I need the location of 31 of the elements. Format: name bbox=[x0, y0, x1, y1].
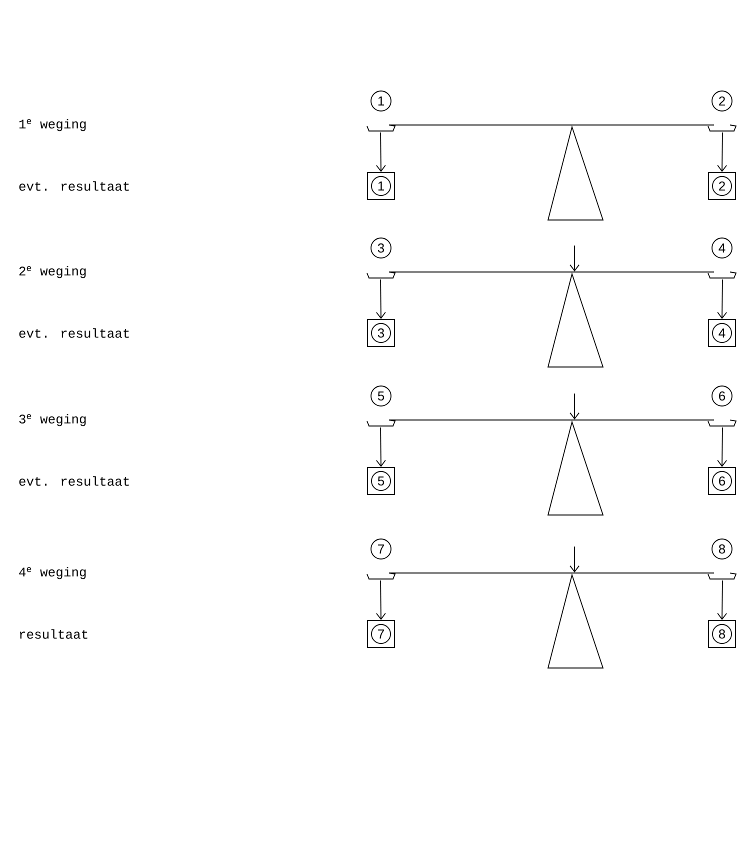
row-label: evt. resultaat bbox=[19, 476, 129, 486]
arrow bbox=[717, 279, 728, 320]
row-label: evt. resultaat bbox=[19, 328, 129, 338]
row-label: 3$^{e}$ weging bbox=[19, 414, 86, 426]
arrow bbox=[570, 393, 580, 420]
arrow bbox=[376, 132, 386, 172]
result-box: 8 bbox=[708, 620, 736, 648]
row-label: evt. resultaat bbox=[19, 181, 129, 191]
arrow bbox=[717, 580, 728, 620]
result-box: 2 bbox=[708, 172, 736, 200]
arrow bbox=[570, 245, 580, 272]
result-box: 7 bbox=[367, 620, 395, 648]
row-label: 2$^{e}$ weging bbox=[19, 266, 86, 278]
arrow bbox=[570, 546, 580, 573]
result-box: 5 bbox=[367, 467, 395, 495]
result-box: 3 bbox=[367, 319, 395, 347]
arrow bbox=[376, 279, 386, 320]
result-box: 6 bbox=[708, 467, 736, 495]
row-label: 4$^{e}$ weging bbox=[19, 566, 86, 580]
balance-beam-drawing bbox=[366, 124, 737, 132]
arrow bbox=[376, 427, 386, 468]
arrow bbox=[376, 580, 386, 620]
row-label: resultaat bbox=[20, 629, 88, 639]
arrow bbox=[717, 132, 728, 172]
balance-beam-drawing bbox=[366, 572, 737, 580]
arrow bbox=[717, 427, 728, 468]
balance-beam-drawing bbox=[366, 272, 737, 278]
row-label: 1$^{e}$ weging bbox=[19, 118, 86, 132]
result-box: 4 bbox=[708, 319, 736, 347]
balance-beam-drawing bbox=[366, 420, 737, 426]
result-box: 1 bbox=[367, 172, 395, 200]
